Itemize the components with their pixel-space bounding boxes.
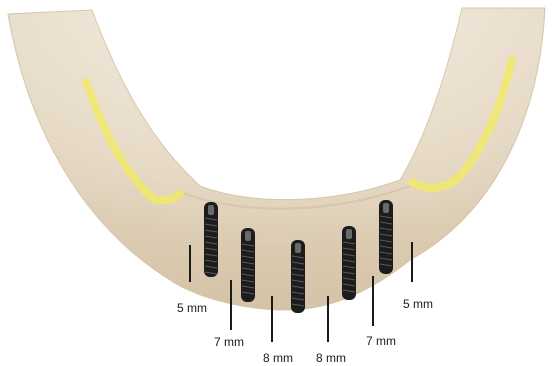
implant-label-4: 8 mm	[316, 351, 346, 365]
implant-label-3: 8 mm	[263, 351, 293, 365]
implant-head	[295, 243, 301, 253]
implant-label-6: 5 mm	[403, 297, 433, 311]
implant	[204, 202, 218, 277]
implant-label-2: 7 mm	[214, 335, 244, 349]
implant	[342, 226, 356, 300]
mandible-shading	[8, 8, 545, 310]
implant	[241, 228, 255, 302]
implant-head	[383, 203, 389, 213]
implant-head	[208, 205, 214, 215]
implant-head	[346, 229, 352, 239]
implant-label-1: 5 mm	[177, 301, 207, 315]
implant	[379, 200, 393, 274]
implant-head	[245, 231, 251, 241]
implant-label-5: 7 mm	[366, 334, 396, 348]
implant	[291, 240, 305, 313]
